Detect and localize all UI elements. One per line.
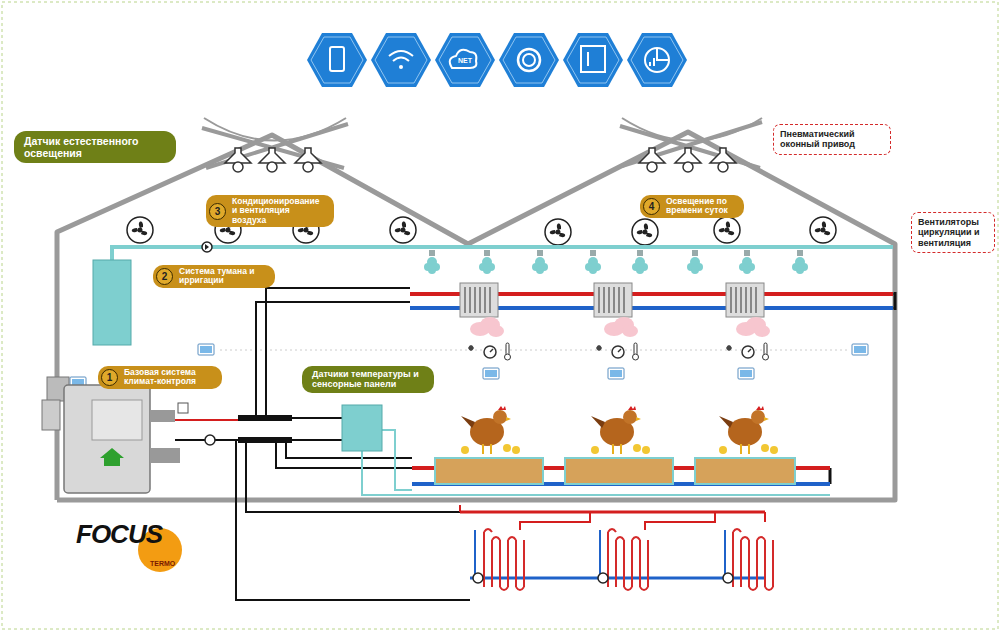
callout-box: 1 Базовая система климат-контроля bbox=[98, 366, 222, 389]
label-text: Система тумана и ирригации bbox=[179, 267, 267, 286]
sensors-label: Датчики температуры и сенсорные панели bbox=[302, 366, 434, 393]
window-drive-label: Пневматический оконный привод bbox=[773, 124, 891, 155]
fans-label: Вентиляторы циркуляции и вентиляция bbox=[911, 212, 995, 253]
callout-number: 4 bbox=[643, 198, 660, 215]
label-text: Датчик естественного освещения bbox=[24, 135, 138, 159]
label-text: Кондиционирование и вентиляция воздуха bbox=[232, 197, 326, 225]
light-sensor-label: Датчик естественного освещения bbox=[14, 131, 176, 163]
boiler bbox=[42, 377, 188, 493]
label-text: Датчики температуры и сенсорные панели bbox=[312, 369, 419, 389]
label-text: Базовая система климат-контроля bbox=[124, 368, 214, 387]
icon-text: NET bbox=[458, 57, 472, 64]
callout-box: 3 Кондиционирование и вентиляция воздуха bbox=[206, 195, 334, 227]
icon-row bbox=[307, 33, 687, 87]
label-text: Пневматический оконный привод bbox=[780, 129, 855, 149]
logo-text: FOCUS bbox=[76, 519, 162, 550]
callout-box: 4 Освещение по времени суток bbox=[640, 195, 744, 218]
callout-number: 1 bbox=[101, 369, 118, 386]
callout-number: 2 bbox=[156, 268, 173, 285]
greenhouse-frame bbox=[57, 132, 895, 500]
label-text: Вентиляторы циркуляции и вентиляция bbox=[918, 217, 980, 248]
label-text: Освещение по времени суток bbox=[666, 197, 736, 216]
callout-box: 2 Система тумана и ирригации bbox=[153, 265, 275, 288]
callout-number: 3 bbox=[209, 203, 226, 220]
logo-subtext: TERMO bbox=[150, 560, 175, 567]
